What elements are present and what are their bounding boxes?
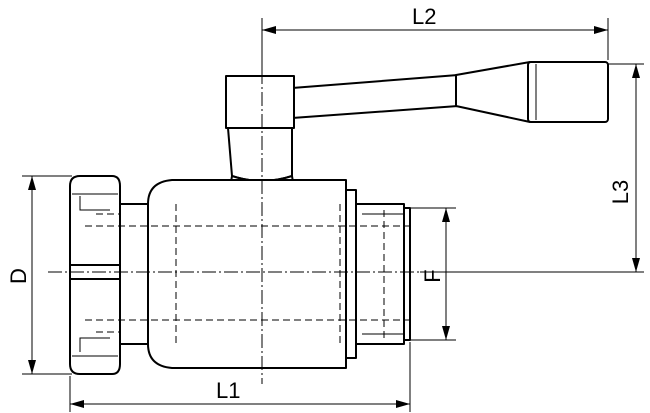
- stem-nut: [225, 75, 295, 192]
- dimension-l1: [69, 342, 411, 412]
- dimension-d: [22, 175, 72, 375]
- dim-label-f: F: [420, 269, 445, 282]
- dim-label-d: D: [6, 268, 31, 284]
- hidden-lines: [85, 204, 410, 344]
- dimension-f: [410, 207, 456, 341]
- dimension-l3: [420, 63, 644, 273]
- valve-body: [147, 179, 411, 369]
- dim-label-l1: L1: [216, 378, 240, 403]
- dimension-l2: [261, 18, 609, 72]
- dim-label-l3: L3: [608, 180, 633, 204]
- center-lines: [48, 48, 432, 384]
- dim-label-l2: L2: [412, 4, 436, 29]
- union-nut: [69, 175, 149, 375]
- lever-handle: [291, 61, 609, 123]
